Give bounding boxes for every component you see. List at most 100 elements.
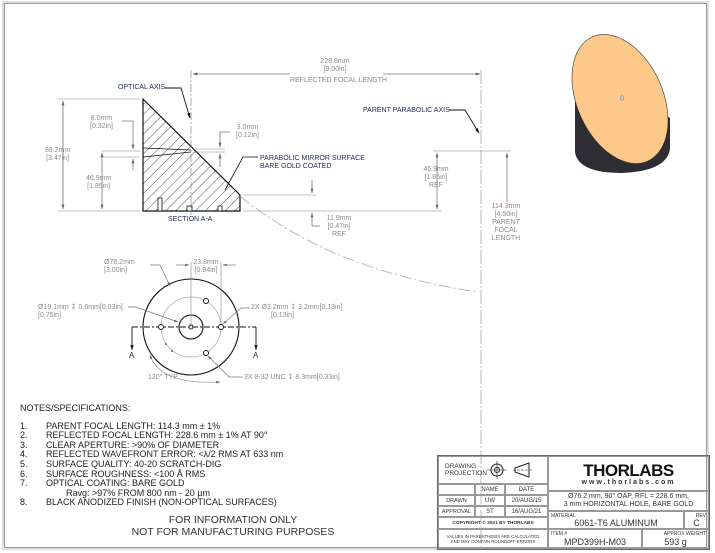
drawn-label: DRAWN xyxy=(438,495,475,506)
note-item: 3. CLEAR APERTURE: >90% OF DIAMETER xyxy=(20,439,283,451)
website: www.thorlabs.com xyxy=(581,478,676,486)
rfl-dim-in: [9.00in] xyxy=(323,66,347,73)
edge-ref: REF xyxy=(332,231,346,238)
item-number: MPD399H-M03 xyxy=(563,537,627,547)
note-item: 1. PARENT FOCAL LENGTH: 114.3 mm ± 1% xyxy=(20,420,283,432)
note-item: 7. OPTICAL COATING: BARE GOLD xyxy=(20,479,283,489)
rev-cell: REV C xyxy=(684,511,709,529)
offset-in: [0.94in] xyxy=(194,267,218,274)
rev-header: REV xyxy=(695,513,706,519)
hole-height-mm: 46.9mm xyxy=(86,175,112,182)
optical-axis-label: OPTICAL AXIS xyxy=(118,84,166,91)
info-line-1: FOR INFORMATION ONLY xyxy=(168,514,298,526)
note-item: 2. REFLECTED FOCAL LENGTH: 228.6 mm ± 1% … xyxy=(20,431,283,441)
item-cell: ITEM # MPD399H-M03 xyxy=(548,529,642,549)
side-holes-text: 2X Ø3.2mm ↧ 3.2mm[0.13in] xyxy=(251,304,343,311)
hole-top-dimension: 8.0mm [0.32in] xyxy=(90,115,113,131)
title-block: DRAWING PROJECTION NAME DATE DRAWN UW 20… xyxy=(437,455,710,550)
description-2: 3 mm HORIZONTAL HOLE, BARE GOLD xyxy=(563,501,694,508)
weight-value: 593 g xyxy=(664,537,687,547)
note-text: OPTICAL COATING: BARE GOLD xyxy=(46,478,185,489)
information-disclaimer: FOR INFORMATION ONLY NOT FOR MANUFACTURI… xyxy=(118,514,348,538)
pfl-dimension: 114.3mm [4.50in] PARENT FOCAL LENGTH xyxy=(488,203,524,243)
note-item: 6. SURFACE ROUGHNESS: <100 Å RMS xyxy=(20,468,283,480)
section-mark-left: A xyxy=(129,351,135,360)
note-number: 5. xyxy=(20,458,28,469)
pfl-label-2: FOCAL xyxy=(494,227,518,234)
section-mark-right: A xyxy=(253,351,259,360)
note-item: 8.BLACK ANODIZED FINISH (NON-OPTICAL SUR… xyxy=(20,498,283,508)
notes-title: NOTES/SPECIFICATIONS: xyxy=(20,403,131,413)
note-text: PARENT FOCAL LENGTH: 114.3 mm ± 1% xyxy=(46,420,221,431)
note-text: REFLECTED WAVEFRONT ERROR: <λ/2 RMS AT 6… xyxy=(46,449,284,460)
parent-axis-label: PARENT PARABOLIC AXIS xyxy=(363,107,450,114)
side-holes-in: [0.13in] xyxy=(271,312,294,319)
note-number: 6. xyxy=(20,468,28,479)
material-value: 6061-T6 ALUMINUM xyxy=(574,518,658,528)
ref-height-dimension: 46.9mm [1.85in] REF xyxy=(420,166,452,190)
info-line-2: NOT FOR MANUFACTURING PURPOSES xyxy=(131,526,335,538)
weight-cell: APPROX WEIGHT 593 g xyxy=(642,529,709,549)
note-text: SURFACE ROUGHNESS: <100 Å RMS xyxy=(46,468,206,479)
rfl-dimension: 228.6mm [9.00in] xyxy=(305,58,365,74)
note-number: 1. xyxy=(20,420,28,431)
hole-top-in: [0.32in] xyxy=(90,123,113,130)
approval-date: 16/AUG/21 xyxy=(505,506,548,517)
edge-mm: 11.9mm xyxy=(326,215,352,222)
rfl-dim-mm: 228.6mm xyxy=(320,58,350,65)
copyright: COPYRIGHT © 2021 BY THORLABS xyxy=(438,517,548,529)
pfl-label-1: PARENT xyxy=(492,219,520,226)
note-text: REFLECTED FOCAL LENGTH: 228.6 mm ± 1% AT… xyxy=(46,430,268,441)
tapped-holes-label: 3X 8-32 UNC ↧ 8.3mm[0.33in] xyxy=(244,374,340,381)
note-text: CLEAR APERTURE: >90% OF DIAMETER xyxy=(46,439,220,450)
height-dim-in: [3.47in] xyxy=(46,155,70,162)
item-header: ITEM # xyxy=(551,531,568,537)
hole-height-in: [1.85in] xyxy=(87,183,111,190)
note-text: Ravg: >97% FROM 800 nm - 20 µm xyxy=(46,487,210,498)
hole-dia-mm: 3.0mm xyxy=(236,124,259,131)
thorlabs-logo: THORLABS xyxy=(583,460,674,480)
third-angle-projection-icon xyxy=(487,461,533,479)
projection-cell: DRAWING PROJECTION xyxy=(438,456,548,484)
pfl-in: [4.50in] xyxy=(494,211,518,218)
surface-label-1: PARABOLIC MIRROR SURFACE xyxy=(260,155,365,162)
ref-height-mm: 46.9mm xyxy=(423,166,449,173)
description-1: Ø76.2 mm, 90° OAP, RFL = 228.6 mm, xyxy=(568,493,689,500)
notes: NOTES/SPECIFICATIONS: 1. PARENT FOCAL LEN… xyxy=(20,403,283,508)
angle-label: 120° TYP xyxy=(148,374,178,381)
hole-height-dimension: 46.9mm [1.85in] xyxy=(86,175,111,191)
offset-dimension: 23.8mm [0.94in] xyxy=(191,259,221,275)
note-number: 8. xyxy=(20,497,28,508)
note-text: SURFACE QUALITY: 40-20 SCRATCH-DIG xyxy=(46,458,222,469)
hole-top-mm: 8.0mm xyxy=(90,115,113,122)
values-note-1: VALUES IN PARENTHESIS ARE CALCULATED xyxy=(446,534,540,539)
note-number: 7. xyxy=(20,478,28,489)
note-number: 4. xyxy=(20,449,28,460)
mirror-3d-render xyxy=(571,34,670,173)
note-item: 4. REFLECTED WAVEFRONT ERROR: <λ/2 RMS AT… xyxy=(20,450,283,460)
drawn-date: 20/AUG/15 xyxy=(505,495,548,506)
pfl-mm: 114.3mm xyxy=(491,203,521,210)
hole-dia-in: [0.12in] xyxy=(236,132,259,139)
section-view xyxy=(58,70,511,550)
sheet-border xyxy=(4,3,707,548)
surface-label-2: BARE GOLD COATED xyxy=(260,163,332,170)
date-header: DATE xyxy=(505,484,548,495)
weight-header: APPROX WEIGHT xyxy=(663,531,706,537)
blank-header xyxy=(438,484,475,495)
ref-height-ref: REF xyxy=(429,182,443,189)
material-header: MATERIAL xyxy=(551,513,576,519)
name-header: NAME xyxy=(475,484,505,495)
side-holes-dimension: 2X Ø3.2mm ↧ 3.2mm[0.13in] [0.13in] xyxy=(251,304,342,320)
values-note: VALUES IN PARENTHESIS ARE CALCULATED AND… xyxy=(438,529,548,549)
diameter-dimension: Ø76.2mm [3.00in] xyxy=(104,259,135,275)
approval-name: ST xyxy=(475,506,505,517)
rev-value: C xyxy=(693,518,700,528)
edge-in: [0.47in] xyxy=(327,223,351,230)
note-number: 2. xyxy=(20,430,28,441)
height-dimension: 88.2mm [3.47in] xyxy=(45,147,70,163)
note-number: 3. xyxy=(20,439,28,450)
dia-mm: Ø76.2mm xyxy=(104,259,135,266)
approval-label: APPROVAL xyxy=(438,506,475,517)
